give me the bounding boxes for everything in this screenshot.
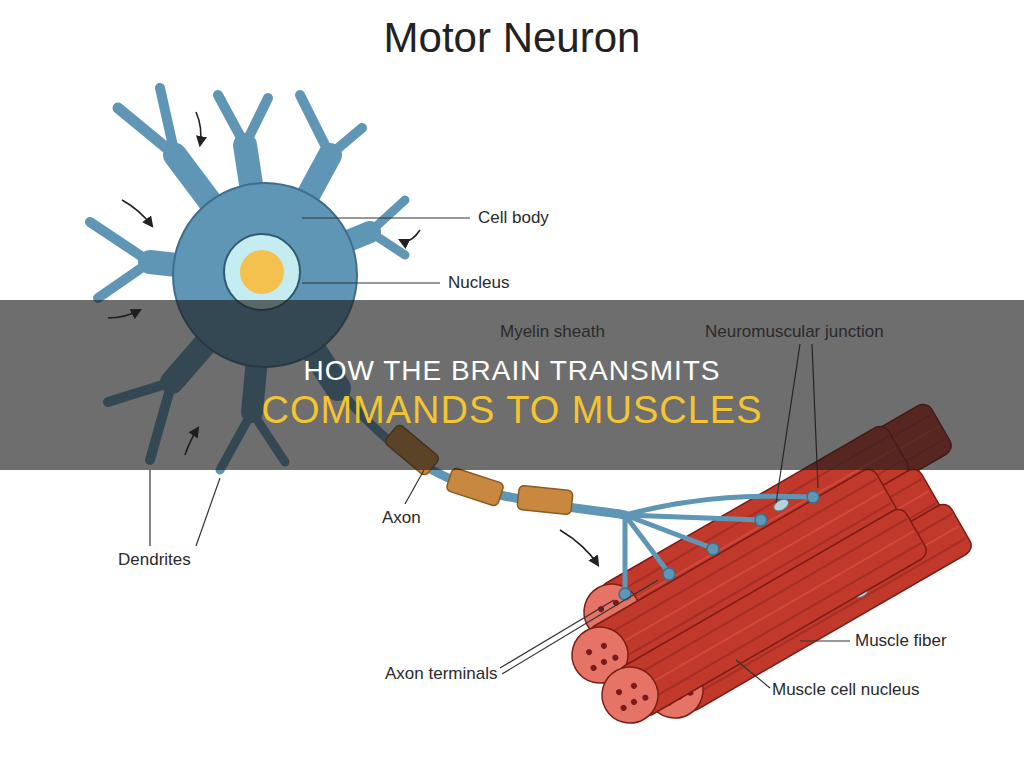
diagram-title: Motor Neuron	[0, 14, 1024, 62]
banner-text: HOW THE BRAIN TRANSMITS	[303, 354, 720, 388]
axon-terminal-bulbs	[619, 491, 819, 600]
part-label: Myelin sheath	[500, 322, 605, 342]
part-label: Cell body	[478, 208, 549, 228]
part-label: Axon	[382, 508, 421, 528]
part-label: Muscle fiber	[855, 631, 947, 651]
part-label: Axon terminals	[385, 664, 497, 684]
part-label: Dendrites	[118, 550, 191, 570]
part-label: Muscle cell nucleus	[772, 680, 919, 700]
part-label: Neuromuscular junction	[705, 322, 884, 342]
part-label: Nucleus	[448, 273, 509, 293]
banner-text: COMMANDS TO MUSCLES	[261, 388, 762, 434]
